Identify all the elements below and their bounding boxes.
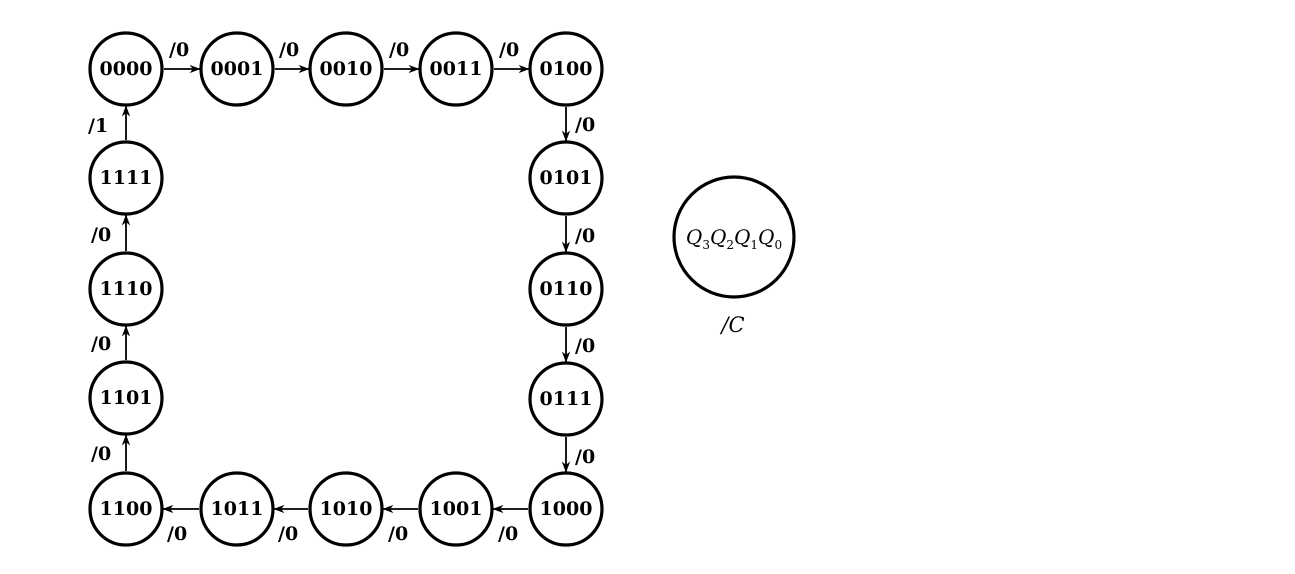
state-node-1101: 1101 — [88, 360, 164, 436]
state-node-1000: 1000 — [528, 471, 604, 547]
state-circle — [199, 471, 275, 547]
state-circle — [528, 471, 604, 547]
output-label: /0 — [278, 523, 298, 545]
output-label: /0 — [575, 446, 595, 468]
state-label: 1011 — [211, 498, 264, 520]
states-layer: 0000 0001 0010 0011 0100 0101 0110 0111 1000 1001… — [88, 31, 604, 547]
output-label: /0 — [91, 443, 111, 465]
legend-output-label: /C — [719, 313, 744, 337]
state-circle — [88, 31, 164, 107]
state-circle — [88, 140, 164, 216]
state-node-0010: 0010 — [308, 31, 384, 107]
transitions-layer — [121, 64, 571, 514]
output-label: /1 — [88, 115, 108, 137]
state-label: 1010 — [320, 498, 373, 520]
legend-state-vars: Q3Q2Q1Q0 — [686, 225, 782, 252]
state-node-1011: 1011 — [199, 471, 275, 547]
state-circle — [199, 31, 275, 107]
legend: Q3Q2Q1Q0 /C — [672, 175, 796, 337]
state-circle — [528, 31, 604, 107]
state-node-1111: 1111 — [88, 140, 164, 216]
state-label: 1001 — [430, 498, 483, 520]
output-label: /0 — [169, 39, 189, 61]
state-label: 0010 — [320, 58, 373, 80]
state-circle — [528, 251, 604, 327]
state-node-1010: 1010 — [308, 471, 384, 547]
output-label: /0 — [499, 39, 519, 61]
state-node-0110: 0110 — [528, 251, 604, 327]
state-label: 1100 — [100, 498, 153, 520]
state-node-0011: 0011 — [418, 31, 494, 107]
state-circle — [88, 251, 164, 327]
state-label: 0111 — [540, 388, 593, 410]
state-circle — [308, 471, 384, 547]
output-label: /0 — [91, 333, 111, 355]
state-label: 1110 — [100, 278, 153, 300]
output-label: /0 — [279, 39, 299, 61]
output-label: /0 — [575, 225, 595, 247]
state-circle — [418, 471, 494, 547]
state-label: 0110 — [540, 278, 593, 300]
output-label: /0 — [91, 224, 111, 246]
state-node-0000: 0000 — [88, 31, 164, 107]
state-circle — [88, 471, 164, 547]
output-label: /0 — [575, 335, 595, 357]
state-label: 1101 — [100, 387, 153, 409]
state-node-0001: 0001 — [199, 31, 275, 107]
state-circle — [528, 140, 604, 216]
state-label: 0101 — [540, 167, 593, 189]
legend-state-circle — [672, 175, 796, 299]
state-label: 0011 — [430, 58, 483, 80]
state-label: 1000 — [540, 498, 593, 520]
output-label: /0 — [498, 523, 518, 545]
state-circle — [308, 31, 384, 107]
state-label: 0001 — [211, 58, 264, 80]
state-node-0100: 0100 — [528, 31, 604, 107]
state-label: 0000 — [100, 58, 153, 80]
outputs-layer: /0/0/0/0/0/0/0/0/0/0/0/0/0/0/0/1 — [88, 39, 595, 545]
output-label: /0 — [388, 523, 408, 545]
state-circle — [418, 31, 494, 107]
state-node-1110: 1110 — [88, 251, 164, 327]
output-label: /0 — [167, 523, 187, 545]
state-circle — [88, 360, 164, 436]
output-label: /0 — [575, 114, 595, 136]
output-label: /0 — [389, 39, 409, 61]
state-label: 1111 — [100, 167, 153, 189]
state-node-0101: 0101 — [528, 140, 604, 216]
state-circle — [528, 361, 604, 437]
state-node-0111: 0111 — [528, 361, 604, 437]
state-node-1100: 1100 — [88, 471, 164, 547]
state-label: 0100 — [540, 58, 593, 80]
state-node-1001: 1001 — [418, 471, 494, 547]
